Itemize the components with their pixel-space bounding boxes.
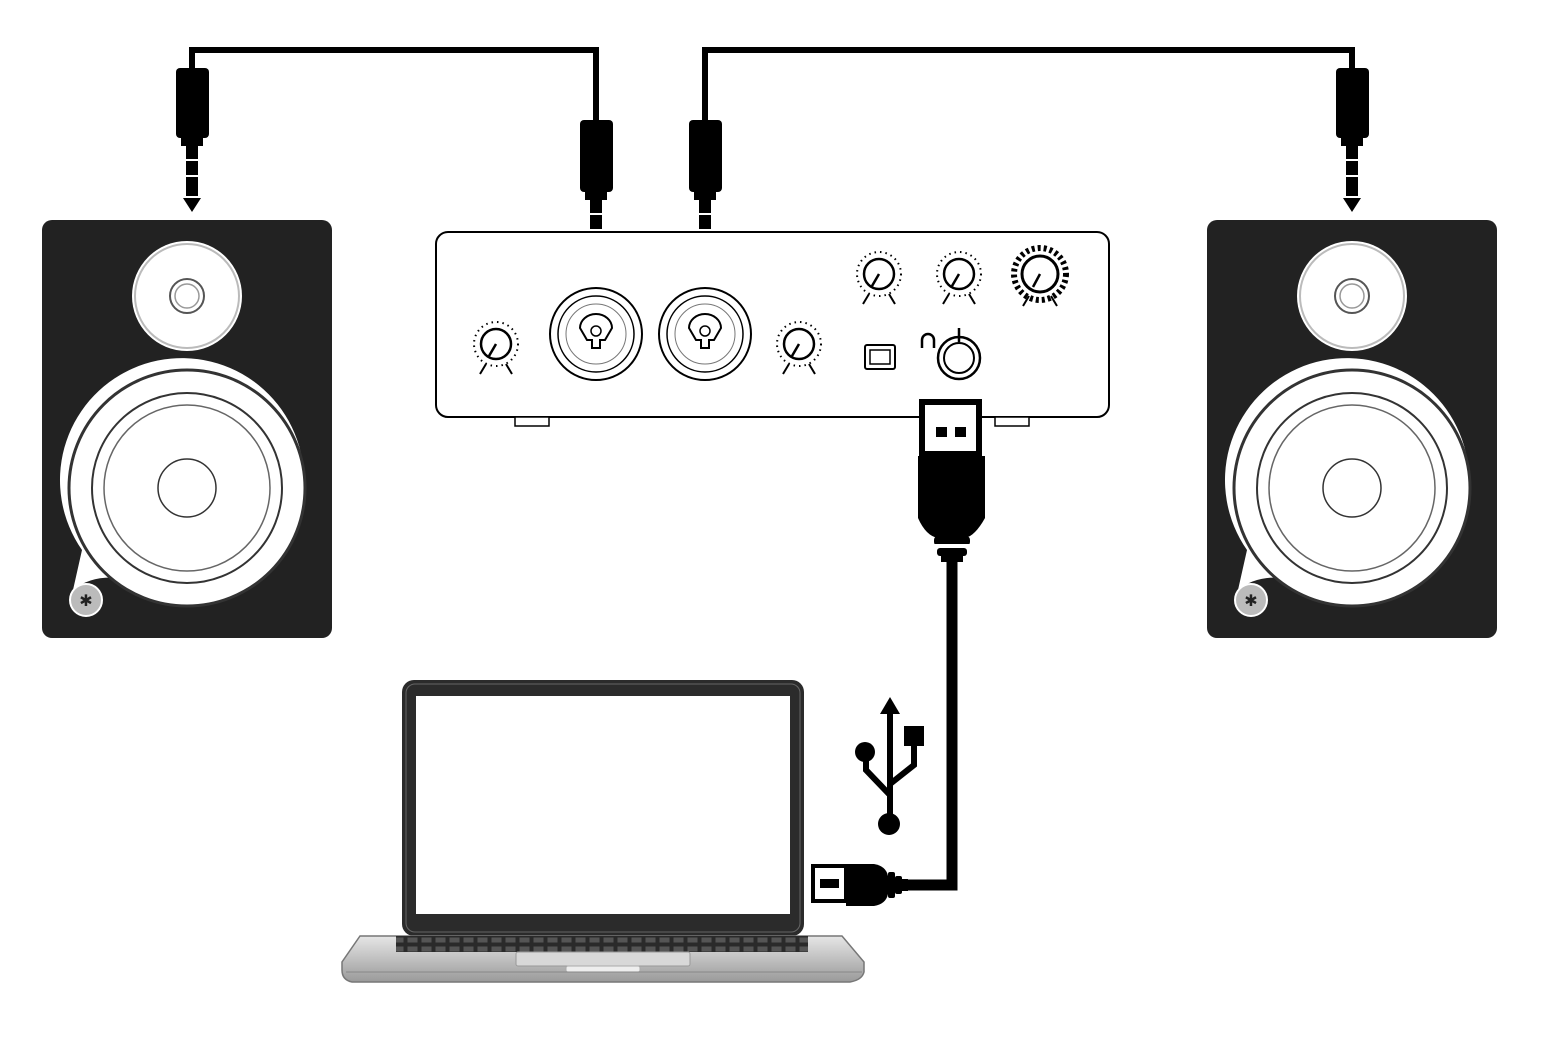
usb-cable — [905, 560, 958, 891]
gain-knob-1 — [473, 321, 519, 375]
usb-trident-icon — [855, 697, 924, 835]
left-tweeter — [132, 241, 242, 351]
right-logo-icon: ✱ — [1234, 583, 1268, 617]
right-woofer — [1224, 358, 1472, 608]
jack-plug-left-monitor — [176, 68, 209, 212]
left-studio-monitor: ✱ — [42, 220, 332, 638]
jack-plug-right-monitor — [1336, 68, 1369, 212]
right-tweeter — [1297, 241, 1407, 351]
usb-plug-interface — [918, 399, 985, 562]
svg-text:✱: ✱ — [1244, 591, 1257, 610]
svg-text:✱: ✱ — [79, 591, 92, 610]
laptop-base — [341, 935, 865, 983]
combo-input-2 — [658, 287, 752, 381]
laptop — [341, 680, 865, 983]
left-logo-icon: ✱ — [69, 583, 103, 617]
jack-plug-interface-input-2 — [689, 120, 722, 268]
combo-input-1 — [549, 287, 643, 381]
left-woofer — [59, 358, 307, 608]
headphone-jack — [936, 328, 982, 381]
audio-interface — [435, 231, 1110, 427]
knob-top-2 — [936, 251, 982, 305]
square-button — [864, 344, 896, 370]
cable-interface-to-left-monitor — [189, 47, 599, 122]
cable-interface-to-right-monitor — [702, 47, 1355, 122]
laptop-screen — [402, 680, 804, 936]
keyboard — [396, 936, 808, 952]
monitor-level-knob — [1011, 245, 1069, 307]
gain-knob-2 — [776, 321, 822, 375]
headphone-icon — [920, 332, 936, 348]
trackpad — [515, 951, 691, 967]
knob-top-1 — [856, 251, 902, 305]
usb-plug-laptop — [811, 864, 908, 906]
right-studio-monitor: ✱ — [1207, 220, 1497, 638]
